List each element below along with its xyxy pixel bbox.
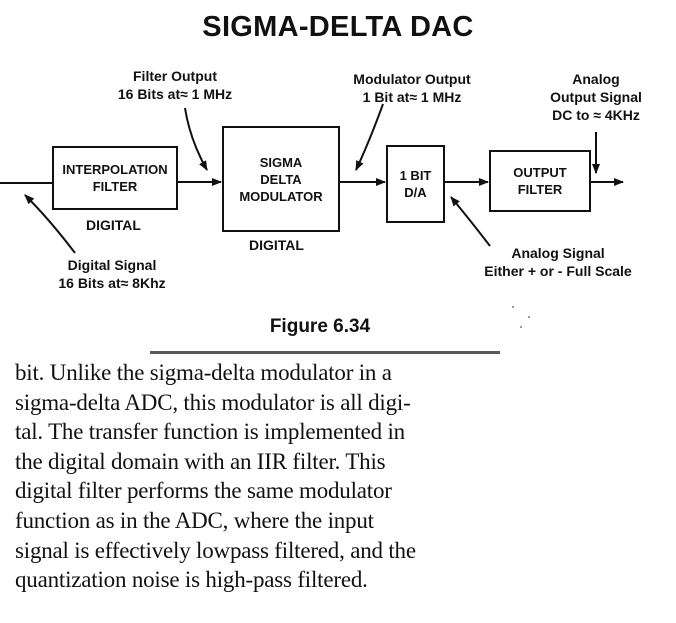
output-filter-line-2: FILTER <box>517 182 563 197</box>
modulator-output-label: Modulator Output 1 Bit at≈ 1 MHz <box>328 70 496 106</box>
body-line-1: bit. Unlike the sigma-delta modulator in… <box>15 360 392 385</box>
modulator-output-rate: 1 Bit at≈ 1 MHz <box>362 89 462 105</box>
digital-signal-label: Digital Signal 16 Bits at≈ 8Khz <box>42 256 182 292</box>
digital-signal-rate: 16 Bits at≈ 8Khz <box>58 275 166 291</box>
modulator-output-title: Modulator Output <box>353 71 471 87</box>
analog-output-line-1: Analog <box>572 71 620 87</box>
interpolation-filter-line-1: INTERPOLATION <box>62 162 168 177</box>
body-line-6: function as in the ADC, where the input <box>15 507 374 533</box>
dac-line-2: D/A <box>404 185 427 200</box>
body-line-5: digital filter performs the same modulat… <box>15 478 392 504</box>
body-line-8: quantization noise is high-pass filtered… <box>15 567 368 593</box>
analog-signal-title: Analog Signal <box>511 245 605 261</box>
body-line-4: the digital domain with an IIR filter. T… <box>15 448 386 474</box>
body-line-2: sigma-delta ADC, this modulator is all d… <box>15 389 411 415</box>
modulator-output-pointer <box>355 103 384 171</box>
output-filter-line-1: OUTPUT <box>513 165 567 180</box>
digital-signal-pointer <box>24 194 76 254</box>
digital-label-interpolation: DIGITAL <box>86 217 141 233</box>
dac-line-1: 1 BIT <box>399 168 432 183</box>
modulator-line-3: MODULATOR <box>239 188 323 204</box>
interpolation-filter-line-2: FILTER <box>92 179 138 194</box>
scan-speck <box>520 326 522 328</box>
body-line-3: tal. The transfer function is implemente… <box>15 419 405 445</box>
filter-output-rate: 16 Bits at≈ 1 MHz <box>117 86 233 102</box>
interpolation-filter-block: INTERPOLATION FILTER <box>52 146 178 210</box>
output-filter-block: OUTPUT FILTER <box>489 150 591 212</box>
analog-signal-desc: Either + or - Full Scale <box>484 263 632 279</box>
analog-signal-label: Analog Signal Either + or - Full Scale <box>460 244 656 280</box>
filter-output-title: Filter Output <box>133 68 217 84</box>
modulator-line-1: SIGMA <box>259 154 303 170</box>
digital-signal-title: Digital Signal <box>67 257 157 273</box>
body-line-7: signal is effectively lowpass filtered, … <box>15 537 416 563</box>
digital-label-modulator: DIGITAL <box>249 237 304 253</box>
figure-caption: Figure 6.34 <box>269 316 371 337</box>
filter-output-pointer <box>184 107 208 171</box>
diagram-title: SIGMA-DELTA DAC <box>202 11 474 43</box>
analog-output-line-3: DC to ≈ 4KHz <box>552 107 640 123</box>
scan-speck <box>528 316 530 318</box>
analog-output-line-2: Output Signal <box>550 89 642 105</box>
cut-off-text-fragment <box>150 351 500 354</box>
sigma-delta-modulator-block: SIGMA DELTA MODULATOR <box>222 126 340 232</box>
scan-speck <box>512 306 514 308</box>
body-paragraph: bit. Unlike the sigma-delta modulator in… <box>15 358 665 595</box>
analog-signal-pointer <box>450 196 491 247</box>
modulator-line-2: DELTA <box>260 171 302 187</box>
filter-output-label: Filter Output 16 Bits at≈ 1 MHz <box>92 67 258 103</box>
analog-output-label: Analog Output Signal DC to ≈ 4KHz <box>542 70 650 124</box>
one-bit-dac-block: 1 BIT D/A <box>386 145 445 223</box>
signal-flow-lines <box>0 103 624 254</box>
